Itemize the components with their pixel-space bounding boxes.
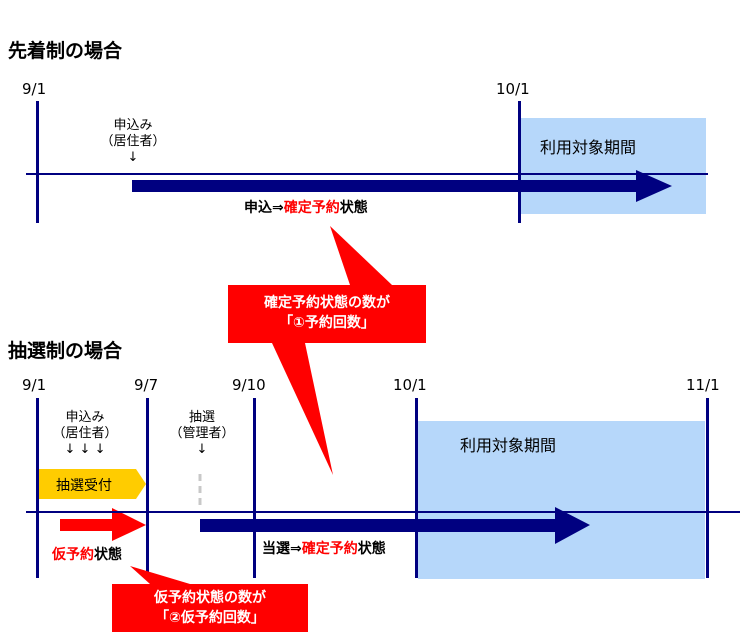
callout-2-line2: 「②仮予約回数」 <box>155 610 265 626</box>
usage-period-label: 利用対象期間 <box>540 138 637 157</box>
date-marker-9-1 <box>36 398 39 578</box>
usage-period-label: 利用対象期間 <box>460 436 557 455</box>
timeline-axis <box>26 511 740 513</box>
apply-annotation: 申込み （居住者） ↓ <box>96 118 170 166</box>
status-suffix: 状態 <box>357 541 386 557</box>
status-prefix: 当選⇒ <box>262 541 302 557</box>
usage-period-box <box>521 118 706 214</box>
callout-1-line1: 確定予約状態の数が <box>264 295 390 311</box>
callout-2-text: 仮予約状態の数が 「②仮予約回数」 <box>112 588 308 628</box>
callout-1-text: 確定予約状態の数が 「①予約回数」 <box>228 293 426 333</box>
date-marker-10-1 <box>415 398 418 578</box>
win-status: 当選⇒確定予約状態 <box>262 538 386 558</box>
apply-label: 申込み <box>65 410 105 425</box>
temp-reserve-arrow <box>60 508 146 541</box>
date-marker-9-7 <box>146 398 149 578</box>
callout-2-line1: 仮予約状態の数が <box>154 590 266 606</box>
first-come-status: 申込⇒確定予約状態 <box>244 197 368 217</box>
down-arrows-icon: ↓ ↓ ↓ <box>64 442 106 457</box>
callout-1-pointer-up <box>330 226 392 285</box>
status-suffix: 状態 <box>94 547 122 563</box>
down-arrow-icon: ↓ <box>127 150 139 165</box>
status-suffix: 状態 <box>339 200 368 216</box>
date-label-9-10: 9/10 <box>232 376 266 394</box>
apply-actor: （居住者） <box>100 134 166 149</box>
status-highlight: 確定予約 <box>283 200 340 216</box>
accept-period-pentagon <box>39 469 146 499</box>
date-marker-10-1 <box>518 101 521 223</box>
callout-2-box <box>112 584 308 632</box>
date-marker-9-10 <box>253 398 256 578</box>
accept-label: 抽選受付 <box>56 478 112 494</box>
callout-1-box <box>228 285 426 343</box>
date-label-9-1: 9/1 <box>22 376 47 394</box>
date-marker-11-1 <box>706 398 709 578</box>
draw-label: 抽選 <box>188 410 215 425</box>
lottery-title: 抽選制の場合 <box>8 340 123 362</box>
date-label-11-1: 11/1 <box>686 376 720 394</box>
down-arrow-icon: ↓ <box>196 442 208 457</box>
date-marker-9-1 <box>36 101 39 223</box>
apply-annotation: 申込み （居住者） ↓ ↓ ↓ <box>48 410 122 458</box>
first-come-title: 先着制の場合 <box>8 40 123 62</box>
status-highlight: 仮予約 <box>52 547 94 563</box>
draw-annotation: 抽選 （管理者） ↓ <box>166 410 238 458</box>
draw-actor: （管理者） <box>169 426 235 441</box>
status-prefix: 申込⇒ <box>244 200 284 216</box>
status-highlight: 確定予約 <box>301 541 358 557</box>
confirmed-arrow-shape <box>200 507 590 544</box>
usage-period-box <box>418 421 705 579</box>
date-label-10-1: 10/1 <box>393 376 427 394</box>
timeline-axis <box>26 173 708 175</box>
date-label-9-7: 9/7 <box>134 376 159 394</box>
callout-1-pointer-down <box>272 343 333 475</box>
apply-actor: （居住者） <box>52 426 118 441</box>
temp-status: 仮予約状態 <box>52 544 122 564</box>
date-label-10-1: 10/1 <box>496 80 530 98</box>
callout-2-pointer <box>130 566 190 584</box>
confirmed-arrow-shape <box>132 170 672 202</box>
apply-label: 申込み <box>113 118 153 133</box>
callout-1-line2: 「①予約回数」 <box>279 315 375 331</box>
date-label-9-1: 9/1 <box>22 80 47 98</box>
